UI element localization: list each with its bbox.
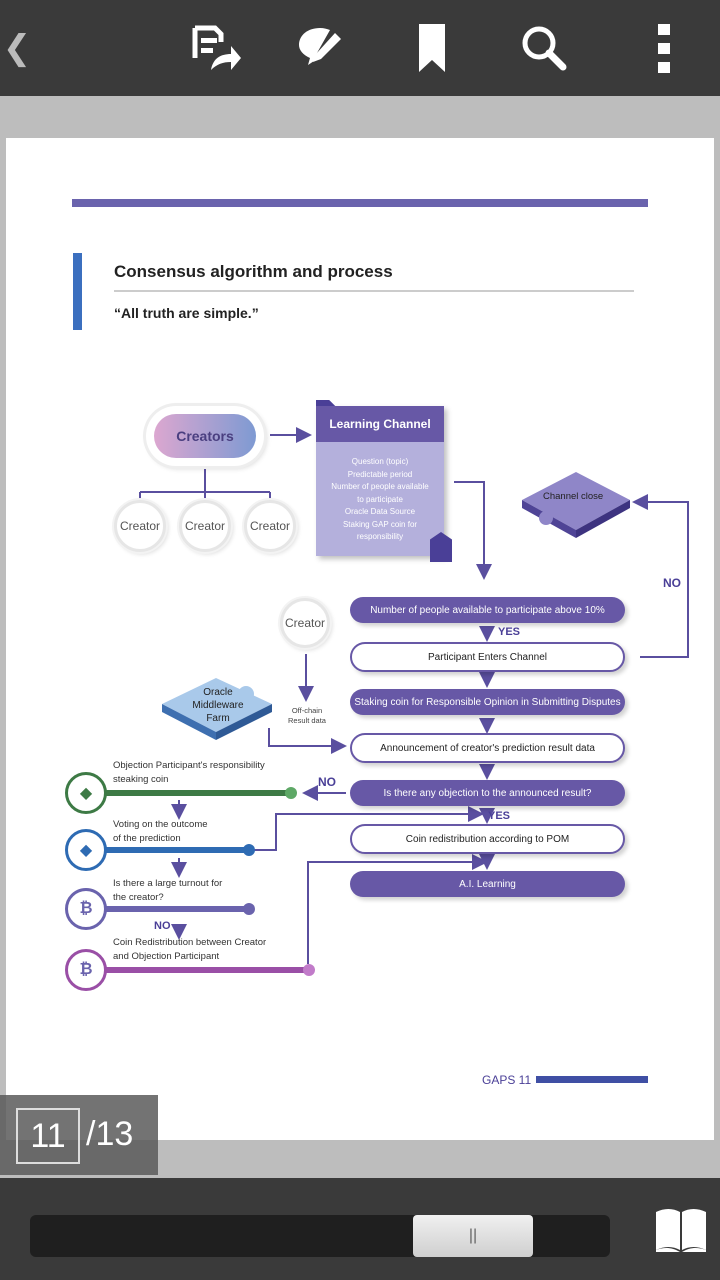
- lc-line: Oracle Data Source: [344, 507, 416, 516]
- lc-line: to participate: [357, 494, 403, 504]
- left-step-3-line2: the creator?: [113, 892, 164, 903]
- open-book-icon[interactable]: [654, 1206, 708, 1254]
- left-step-4-label: Coin Redistribution between Creator and …: [113, 936, 266, 964]
- header-rule: [72, 199, 648, 207]
- more-vertical-icon[interactable]: [634, 18, 694, 78]
- bitcoin-icon: ₿: [65, 888, 107, 930]
- lc-line: Predictable period: [347, 469, 413, 479]
- consensus-flow-diagram: Creators Creator Creator Creator Learnin…: [6, 138, 714, 1140]
- lc-line: Question (topic): [351, 457, 409, 466]
- channel-close-puzzle-icon: [522, 472, 630, 538]
- step-objection-question: Is there any objection to the announced …: [350, 780, 625, 806]
- search-icon[interactable]: [514, 18, 574, 78]
- step-announcement: Announcement of creator's prediction res…: [350, 733, 625, 763]
- creator-node-1: Creator: [114, 500, 166, 552]
- diagram-connectors: [139, 427, 689, 964]
- learning-channel-title: Learning Channel: [316, 406, 444, 442]
- yes-label-1: YES: [498, 626, 521, 638]
- total-pages: /13: [86, 1115, 134, 1153]
- ethereum-icon: ◆: [65, 772, 107, 814]
- left-step-3-bar: [102, 906, 250, 912]
- learning-channel-details: Question (topic) Predictable period Numb…: [320, 456, 440, 544]
- left-step-2-line2: of the prediction: [113, 833, 181, 844]
- creators-label: Creators: [154, 414, 256, 458]
- offchain-label: Off-chain Result data: [288, 706, 326, 725]
- no-label-right: NO: [663, 576, 681, 590]
- left-step-2-line1: Voting on the outcome: [113, 819, 208, 830]
- yes-label-2: YES: [488, 810, 511, 822]
- ethereum-icon: ◆: [65, 829, 107, 871]
- share-document-icon[interactable]: [186, 18, 246, 78]
- bottom-toolbar: ||: [0, 1178, 720, 1280]
- creator-node-3: Creator: [244, 500, 296, 552]
- card-flag-decoration: [430, 532, 452, 562]
- step-staking-coin: Staking coin for Responsible Opinion in …: [350, 689, 625, 715]
- left-step-1-line2: steaking coin: [113, 774, 169, 785]
- title-accent-bar: [73, 253, 82, 330]
- no-label-bottom: NO: [154, 920, 171, 932]
- annotate-icon[interactable]: [290, 18, 350, 78]
- page-slider-thumb[interactable]: ||: [413, 1215, 533, 1257]
- left-step-1-line1: Objection Participant's responsibility: [113, 760, 265, 771]
- left-step-3-dot: [243, 903, 255, 915]
- left-step-3-label: Is there a large turnout for the creator…: [113, 877, 222, 905]
- step-people-above-10: Number of people available to participat…: [350, 597, 625, 623]
- learning-channel-card: Learning Channel Question (topic) Predic…: [316, 400, 452, 562]
- left-step-4-line2: and Objection Participant: [113, 951, 220, 962]
- oracle-puzzle-icon: [162, 678, 272, 740]
- document-page: Consensus algorithm and process “All tru…: [6, 138, 714, 1140]
- page-counter: 11 /13: [0, 1095, 158, 1175]
- page-subtitle: “All truth are simple.”: [114, 305, 259, 321]
- left-step-2-dot: [243, 844, 255, 856]
- creators-node: Creators: [146, 406, 264, 466]
- page-footer-bar: [536, 1076, 648, 1083]
- step-coin-redistribution: Coin redistribution according to POM: [350, 824, 625, 854]
- left-step-4-bar: [102, 967, 310, 973]
- lc-line: responsibility: [356, 532, 404, 541]
- no-label-left: NO: [318, 775, 336, 789]
- bookmark-icon[interactable]: [402, 18, 462, 78]
- step-ai-learning: A.I. Learning: [350, 871, 625, 897]
- left-step-4-line1: Coin Redistribution between Creator: [113, 937, 267, 948]
- title-divider: [114, 290, 634, 292]
- left-step-1-dot: [285, 787, 297, 799]
- left-step-4-dot: [303, 964, 315, 976]
- page-title: Consensus algorithm and process: [114, 262, 393, 281]
- step-participant-enters: Participant Enters Channel: [350, 642, 625, 672]
- lc-line: Staking GAP coin for: [342, 519, 418, 529]
- oracle-label: Oracle Middleware Farm: [192, 687, 244, 724]
- page-footer-label: GAPS 11: [482, 1073, 532, 1087]
- left-step-2-label: Voting on the outcome of the prediction: [113, 818, 208, 846]
- creator-node-single: Creator: [280, 598, 330, 648]
- left-step-2-bar: [102, 847, 250, 853]
- left-step-1-bar: [102, 790, 292, 796]
- chevron-left-icon[interactable]: ❮: [2, 29, 32, 67]
- current-page-number[interactable]: 11: [16, 1108, 80, 1164]
- channel-close-label: Channel close: [543, 491, 604, 502]
- left-step-3-line1: Is there a large turnout for: [113, 878, 223, 889]
- lc-line: Number of people available: [331, 482, 429, 491]
- bitcoin-icon: ₿: [65, 949, 107, 991]
- left-step-1-label: Objection Participant's responsibility s…: [113, 759, 265, 787]
- creator-node-2: Creator: [179, 500, 231, 552]
- top-toolbar: ❮: [0, 0, 720, 96]
